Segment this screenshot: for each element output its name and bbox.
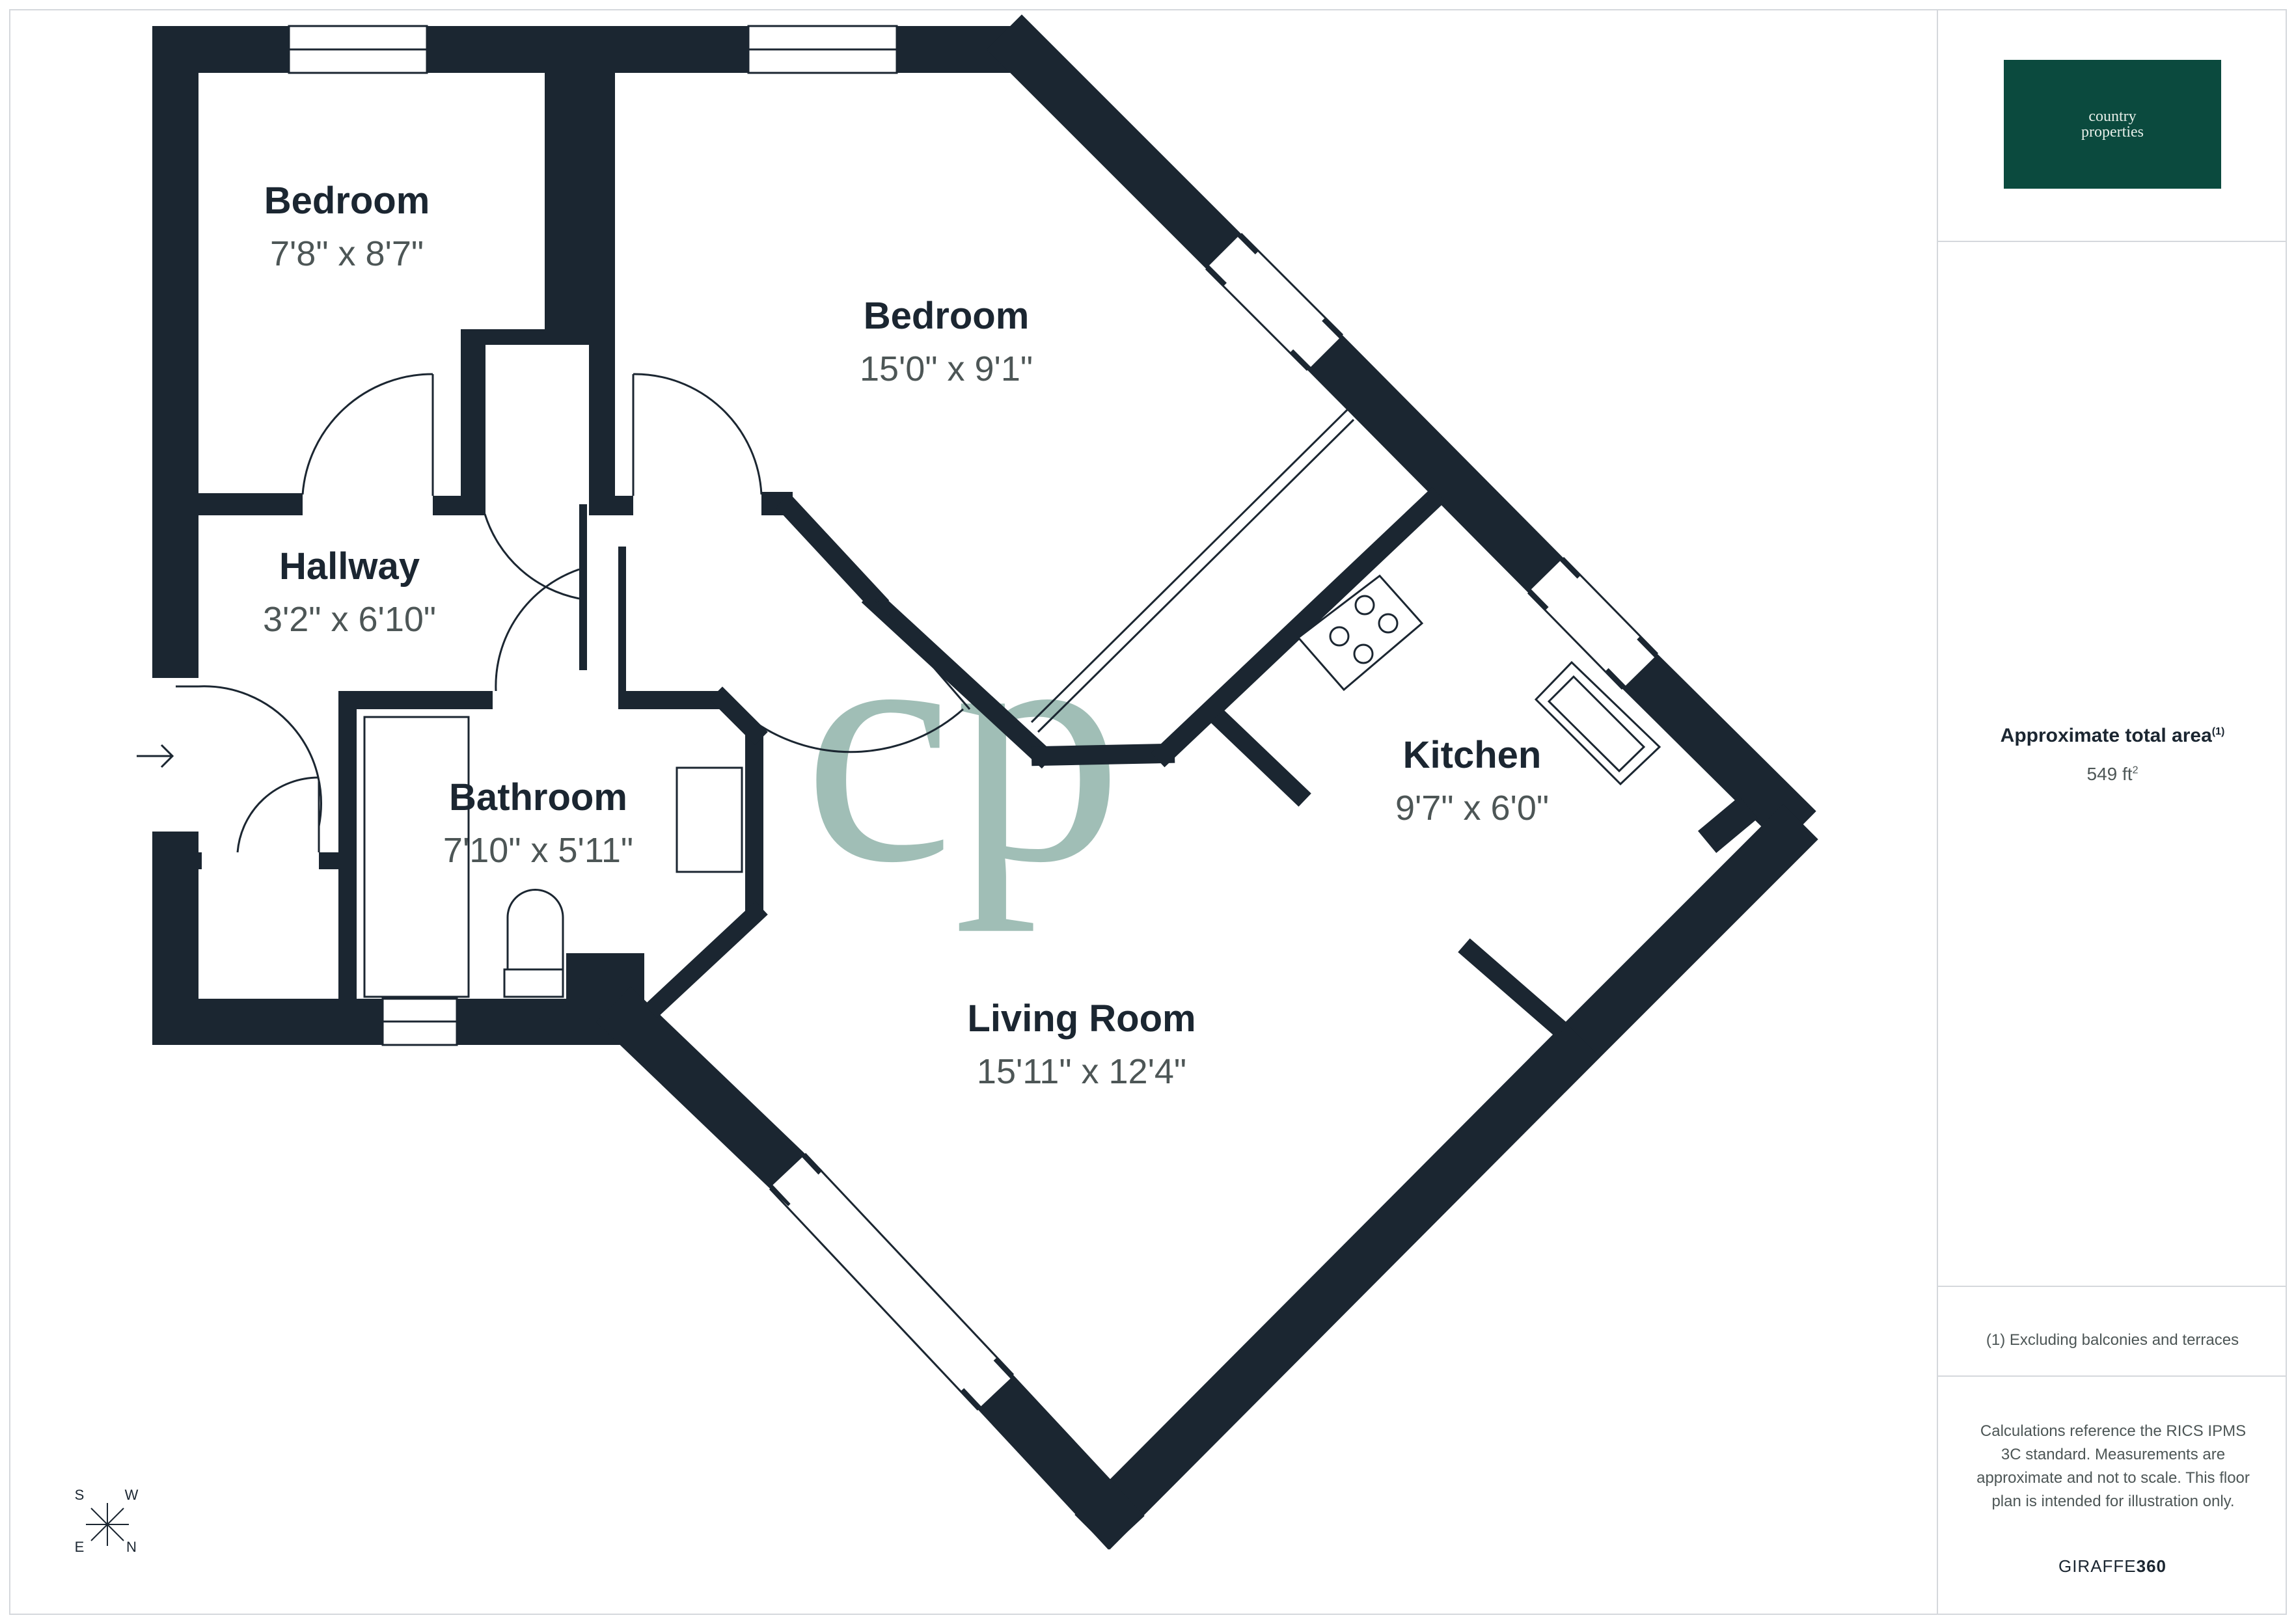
logo-line: country [2088,108,2137,125]
room-dimensions: 9'7" x 6'0" [1395,789,1549,828]
compass-south: S [75,1487,85,1503]
room-name: Bedroom [864,295,1030,337]
footnote: (1) Excluding balconies and terraces [1986,1331,2239,1349]
divider [1938,241,2287,242]
compass-icon: S W E N [75,1487,139,1555]
compass-east: E [75,1539,85,1555]
disclaimer: Calculations reference the RICS IPMS 3C … [1976,1422,2250,1510]
compass-north: N [126,1539,137,1555]
doors [176,373,1355,853]
room-name: Hallway [279,545,420,588]
area-value: 549 ft2 [2086,764,2139,784]
divider [1938,1286,2287,1287]
room-name: Living Room [967,997,1196,1040]
entrance-arrow-icon [137,744,174,768]
watermark-logo: cp [804,558,1123,933]
room-name: Bedroom [264,180,430,222]
diagonal-window-frames [769,232,1659,1411]
logo-line: properties [2081,124,2144,141]
walls [152,26,1022,1045]
page-frame [9,9,2287,1615]
windows [288,25,898,1046]
brand-logo: country properties [2004,60,2221,189]
room-name: Kitchen [1403,734,1542,776]
compass-west: W [125,1487,139,1503]
room-dimensions: 7'8" x 8'7" [270,234,424,273]
diagonal-windows-gap [772,237,1655,1407]
fixtures [363,574,1661,998]
room-dimensions: 15'0" x 9'1" [860,349,1033,388]
room-dimensions: 7'10" x 5'11" [443,831,633,870]
diagonal-walls [596,14,1818,1550]
area-title: Approximate total area(1) [2000,725,2225,746]
divider [1938,1375,2287,1377]
room-dimensions: 15'11" x 12'4" [977,1052,1186,1091]
room-dimensions: 3'2" x 6'10" [263,600,436,639]
brand-credit: GIRAFFE360 [2058,1556,2167,1576]
room-name: Bathroom [449,776,627,819]
info-panel: country properties Approximate total are… [1937,9,2287,1615]
